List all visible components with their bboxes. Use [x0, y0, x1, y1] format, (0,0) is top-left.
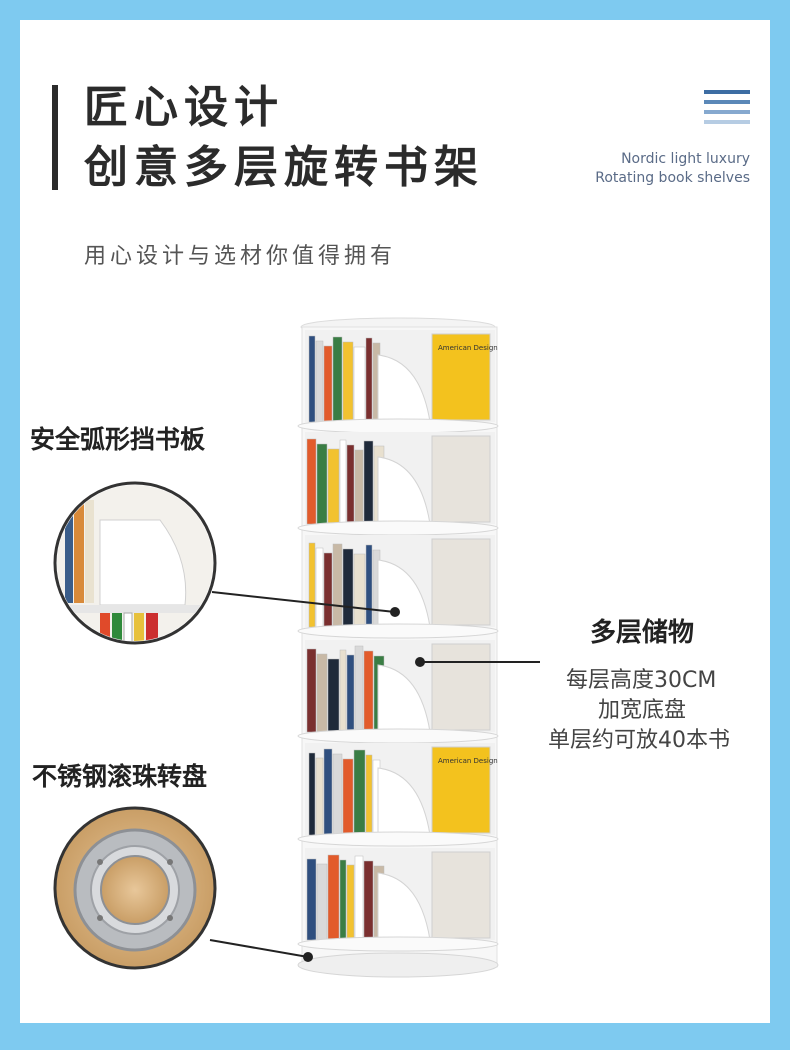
book-spine — [327, 658, 340, 733]
book-spine — [346, 654, 355, 733]
shelf-plate — [297, 623, 499, 639]
decor-line — [704, 100, 750, 104]
book-spine — [365, 544, 373, 628]
shelf-plate — [297, 728, 499, 744]
book-cover — [431, 435, 491, 523]
english-tagline-1: Nordic light luxury — [621, 151, 750, 167]
book-spine — [306, 648, 317, 733]
book-spine — [315, 547, 324, 628]
book-spine — [308, 752, 316, 836]
shelf-plate — [297, 520, 499, 536]
spec-capacity: 单层约可放40本书 — [548, 728, 730, 753]
callout-dot — [415, 657, 425, 667]
book-spine — [316, 443, 328, 525]
book-spine — [346, 444, 355, 525]
book-title: American Design — [438, 757, 498, 765]
book-spine — [339, 649, 347, 733]
book-spine — [354, 855, 364, 941]
book-spine — [308, 542, 316, 628]
feature-label-safe-board: 安全弧形挡书板 — [30, 425, 206, 454]
callout-line-turntable — [209, 939, 309, 958]
shelf-plate — [297, 936, 499, 952]
book-spine — [332, 336, 343, 423]
book-spine — [353, 553, 366, 628]
book-spine — [363, 860, 374, 941]
title-line-1: 匠心设计 — [84, 82, 284, 133]
book-spine — [323, 748, 333, 836]
spec-height: 每层高度30CM — [566, 668, 717, 693]
book-spine — [315, 757, 324, 836]
book-spine — [315, 340, 324, 423]
book-spine — [306, 858, 317, 941]
book-spine — [363, 650, 374, 733]
book-spine — [339, 859, 347, 941]
callout-dot — [303, 952, 313, 962]
english-tagline-2: Rotating book shelves — [595, 170, 750, 186]
book-spine — [332, 753, 343, 836]
callout-line-board — [211, 591, 396, 613]
book-spine — [365, 754, 373, 836]
book-spine — [363, 440, 374, 525]
decor-line — [704, 110, 750, 114]
feature-label-storage: 多层储物 — [590, 618, 695, 648]
book-spine — [342, 758, 354, 836]
book-cover — [431, 851, 491, 939]
feature-label-turntable: 不锈钢滚珠转盘 — [32, 762, 208, 791]
book-spine — [308, 335, 316, 423]
book-spine — [354, 645, 364, 733]
book-cover — [431, 333, 491, 421]
book-spine — [316, 653, 328, 733]
subtitle: 用心设计与选材你值得拥有 — [84, 244, 397, 269]
decor-line — [704, 120, 750, 124]
book-spine — [332, 543, 343, 628]
title-line-2: 创意多层旋转书架 — [84, 142, 484, 193]
book-spine — [353, 749, 366, 836]
book-spine — [306, 438, 317, 525]
book-spine — [342, 341, 354, 423]
book-spine — [323, 552, 333, 628]
turntable-detail-circle — [53, 806, 217, 970]
book-spine — [365, 337, 373, 423]
book-cover — [431, 746, 491, 834]
book-spine — [323, 345, 333, 423]
shelf-plate — [297, 418, 499, 434]
decor-lines-icon — [704, 90, 750, 130]
book-spine — [346, 864, 355, 941]
book-spine — [354, 449, 364, 525]
decor-line — [704, 90, 750, 94]
board-detail-circle — [53, 481, 217, 645]
shelf-plate — [297, 831, 499, 847]
book-title: American Design — [438, 344, 498, 352]
book-cover — [431, 538, 491, 626]
book-spine — [353, 346, 366, 423]
title-accent-bar — [52, 85, 58, 190]
spec-base: 加宽底盘 — [598, 698, 687, 723]
book-spine — [316, 863, 328, 941]
book-spine — [327, 448, 340, 525]
book-spine — [327, 854, 340, 941]
book-cover — [431, 643, 491, 731]
callout-dot — [390, 607, 400, 617]
book-spine — [342, 548, 354, 628]
book-spine — [339, 439, 347, 525]
